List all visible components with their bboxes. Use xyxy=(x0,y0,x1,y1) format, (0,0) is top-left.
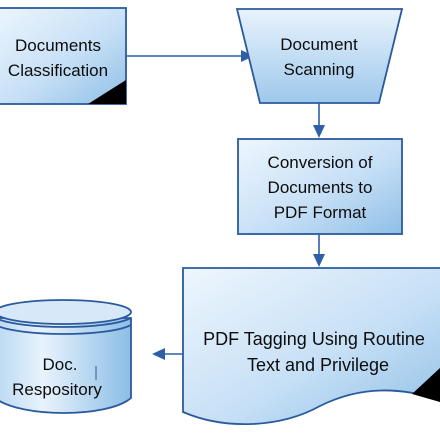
conversion-label-line2: Documents to xyxy=(268,178,373,197)
edge-classification-to-scanning xyxy=(126,50,254,62)
tagging-label-line1: PDF Tagging Using Routine xyxy=(203,329,425,349)
node-document-scanning: Document Scanning xyxy=(235,8,404,104)
conversion-label-line3: PDF Format xyxy=(274,203,367,222)
node-pdf-tagging: PDF Tagging Using Routine Text and Privi… xyxy=(182,267,440,426)
classification-box xyxy=(0,7,127,105)
node-conversion: Conversion of Documents to PDF Format xyxy=(237,138,403,235)
classification-label-line1: Documents xyxy=(15,36,101,55)
repository-cylinder-body xyxy=(0,317,132,414)
scanning-label-line1: Document xyxy=(280,35,358,54)
tagging-label-line2: Text and Privilege xyxy=(247,355,389,375)
conversion-box xyxy=(237,138,403,235)
edge-conversion-to-tagging xyxy=(313,234,325,267)
node-documents-classification: Documents Classification xyxy=(0,7,127,105)
conversion-label-line1: Conversion of xyxy=(268,153,373,172)
edge-tagging-to-repository xyxy=(152,348,183,360)
node-doc-repository: Doc. Respository xyxy=(0,299,132,414)
repository-label-line2: Respository xyxy=(12,380,102,399)
edge-scanning-to-conversion xyxy=(313,103,325,138)
repository-cylinder-ring-2 xyxy=(0,324,132,335)
scanning-label-line2: Scanning xyxy=(284,60,355,79)
repository-cylinder-ring-1 xyxy=(0,317,132,328)
classification-corner-mark xyxy=(88,80,126,104)
scanning-trapezoid xyxy=(235,8,404,104)
tagging-corner-mark xyxy=(412,368,440,402)
repository-label-line1: Doc. xyxy=(43,355,78,374)
classification-label-line2: Classification xyxy=(8,61,108,80)
repository-cylinder-top xyxy=(0,299,132,325)
